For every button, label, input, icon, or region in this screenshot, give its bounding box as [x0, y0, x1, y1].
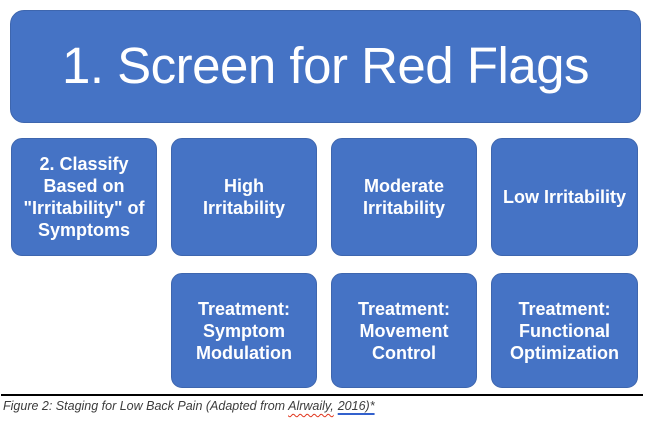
- flow-box-low-irritability: Low Irritability: [491, 138, 638, 256]
- flow-box-treatment-symptom-modulation-label: Treatment: Symptom Modulation: [196, 298, 292, 363]
- figure-caption: Figure 2: Staging for Low Back Pain (Ada…: [3, 399, 375, 413]
- flow-box-screen-red-flags: 1. Screen for Red Flags: [10, 10, 641, 123]
- flow-box-low-irritability-label: Low Irritability: [502, 187, 626, 207]
- flow-box-moderate-irritability: Moderate Irritability: [331, 138, 477, 256]
- flow-box-treatment-movement-control-label: Treatment: Movement Control: [357, 298, 451, 363]
- flow-box-treatment-functional-optimization-label: Treatment: Functional Optimization: [510, 298, 619, 363]
- figure-caption-year-link[interactable]: 2016)*: [337, 399, 375, 413]
- flow-box-screen-red-flags-label: 1. Screen for Red Flags: [61, 37, 590, 95]
- flow-box-treatment-symptom-modulation: Treatment: Symptom Modulation: [171, 273, 317, 388]
- figure-caption-author-misspelled: Alrwaily,: [288, 399, 334, 413]
- flow-box-treatment-functional-optimization: Treatment: Functional Optimization: [491, 273, 638, 388]
- figure-caption-text: Figure 2: Staging for Low Back Pain (Ada…: [3, 399, 289, 413]
- flow-box-treatment-movement-control: Treatment: Movement Control: [331, 273, 477, 388]
- flow-box-high-irritability-label: High Irritability: [202, 176, 286, 218]
- caption-divider-line: [1, 394, 643, 396]
- flow-box-high-irritability: High Irritability: [171, 138, 317, 256]
- flow-box-classify-irritability: 2. Classify Based on "Irritability" of S…: [11, 138, 157, 256]
- flow-box-moderate-irritability-label: Moderate Irritability: [362, 176, 446, 218]
- flow-box-classify-irritability-label: 2. Classify Based on "Irritability" of S…: [23, 154, 145, 240]
